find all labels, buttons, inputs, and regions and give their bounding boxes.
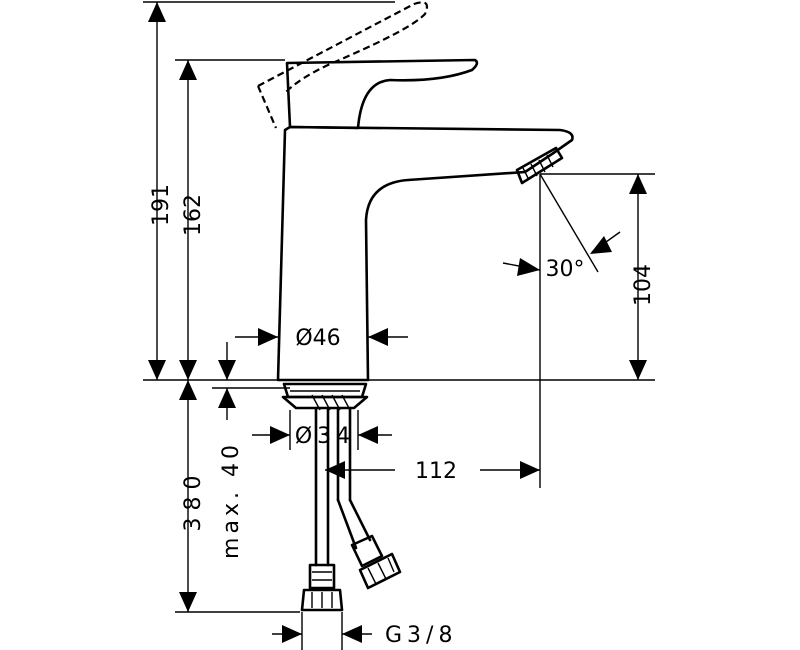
spout-angle-label: 30°	[546, 257, 585, 282]
body-diameter-label: Ø46	[295, 326, 340, 351]
spout-reach-label: 112	[415, 459, 457, 484]
max-thickness-label: max. 40	[219, 441, 244, 559]
dimension-labels: 191 162 104 380 max. 40 Ø46 Ø34 112 30° …	[149, 184, 656, 648]
total-height-label: 191	[149, 184, 174, 226]
outlet-height-label: 104	[631, 264, 656, 306]
shank-diameter-label: Ø34	[295, 424, 355, 449]
reference-lines	[143, 1, 655, 613]
thread-label: G3/8	[385, 623, 457, 648]
dimension-lines	[148, 2, 647, 650]
spout-height-label: 162	[181, 194, 206, 236]
hose-length-label: 380	[181, 469, 206, 532]
faucet-outline	[256, 1, 574, 612]
